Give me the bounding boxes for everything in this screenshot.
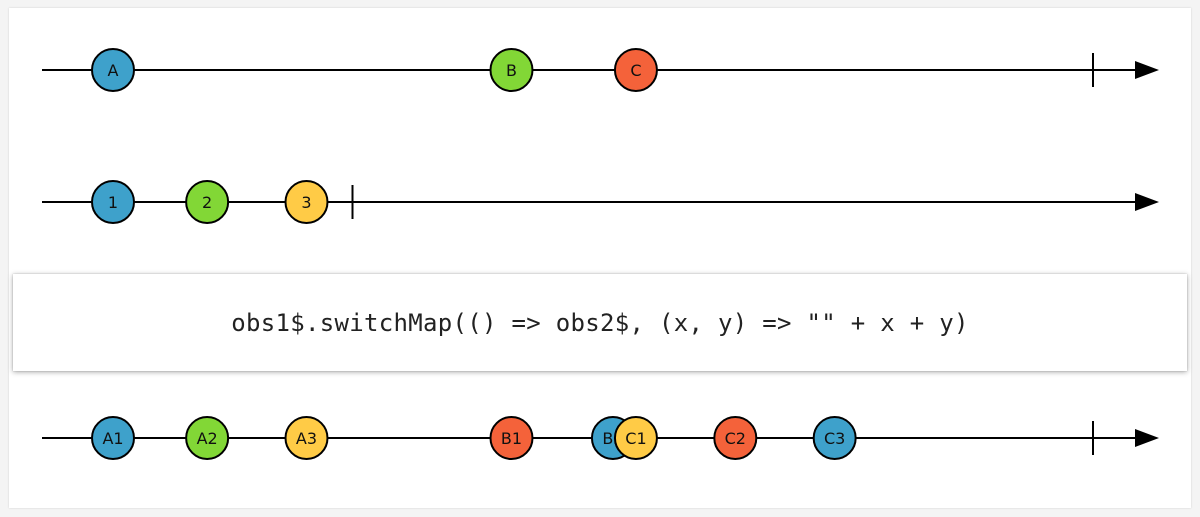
marble: C2 [713, 416, 758, 460]
marble-label: 2 [202, 193, 212, 212]
marble: B [489, 48, 534, 92]
marble: 2 [185, 180, 230, 224]
marble-label: A1 [102, 429, 123, 448]
marble-circle [284, 416, 329, 460]
marble-label: C1 [625, 429, 646, 448]
marble-label: C3 [824, 429, 845, 448]
marble-circle [91, 180, 135, 224]
marble: C1 [613, 416, 658, 460]
marble-label: 1 [108, 193, 118, 212]
marble-label: C [630, 61, 641, 80]
marble-circle [489, 416, 534, 460]
marble-circle [91, 416, 135, 460]
marble-circle [613, 416, 658, 460]
marble-circle [185, 416, 230, 460]
marble-circle [613, 48, 658, 92]
operator-box: obs1$.switchMap(() => obs2$, (x, y) => "… [13, 274, 1187, 371]
marble-circle [91, 48, 135, 92]
arrow-head-icon [1135, 429, 1159, 447]
marble: A2 [185, 416, 230, 460]
arrow-head-icon [1135, 61, 1159, 79]
marble-label: A3 [296, 429, 317, 448]
marble-label: 3 [301, 193, 311, 212]
marble-circle [489, 48, 534, 92]
marble: C [613, 48, 658, 92]
marble-label: C2 [725, 429, 746, 448]
timeline-obs2: 1 2 3 [42, 180, 1159, 224]
timeline-obs1: A B C [42, 48, 1159, 92]
marble-circle [812, 416, 857, 460]
marble: 3 [284, 180, 329, 224]
operator-code: obs1$.switchMap(() => obs2$, (x, y) => "… [231, 308, 969, 337]
marble-circle [185, 180, 230, 224]
marble: C3 [812, 416, 857, 460]
marble: A [91, 48, 135, 92]
marble: B1 [489, 416, 534, 460]
marble: A1 [91, 416, 135, 460]
marble: 1 [91, 180, 135, 224]
marble-label: A [108, 61, 119, 80]
marble-circle [284, 180, 329, 224]
marble-label: B1 [501, 429, 522, 448]
marble-label: A2 [197, 429, 218, 448]
arrow-head-icon [1135, 193, 1159, 211]
marble: A3 [284, 416, 329, 460]
marble-circle [713, 416, 758, 460]
marble-label: B [506, 61, 517, 80]
